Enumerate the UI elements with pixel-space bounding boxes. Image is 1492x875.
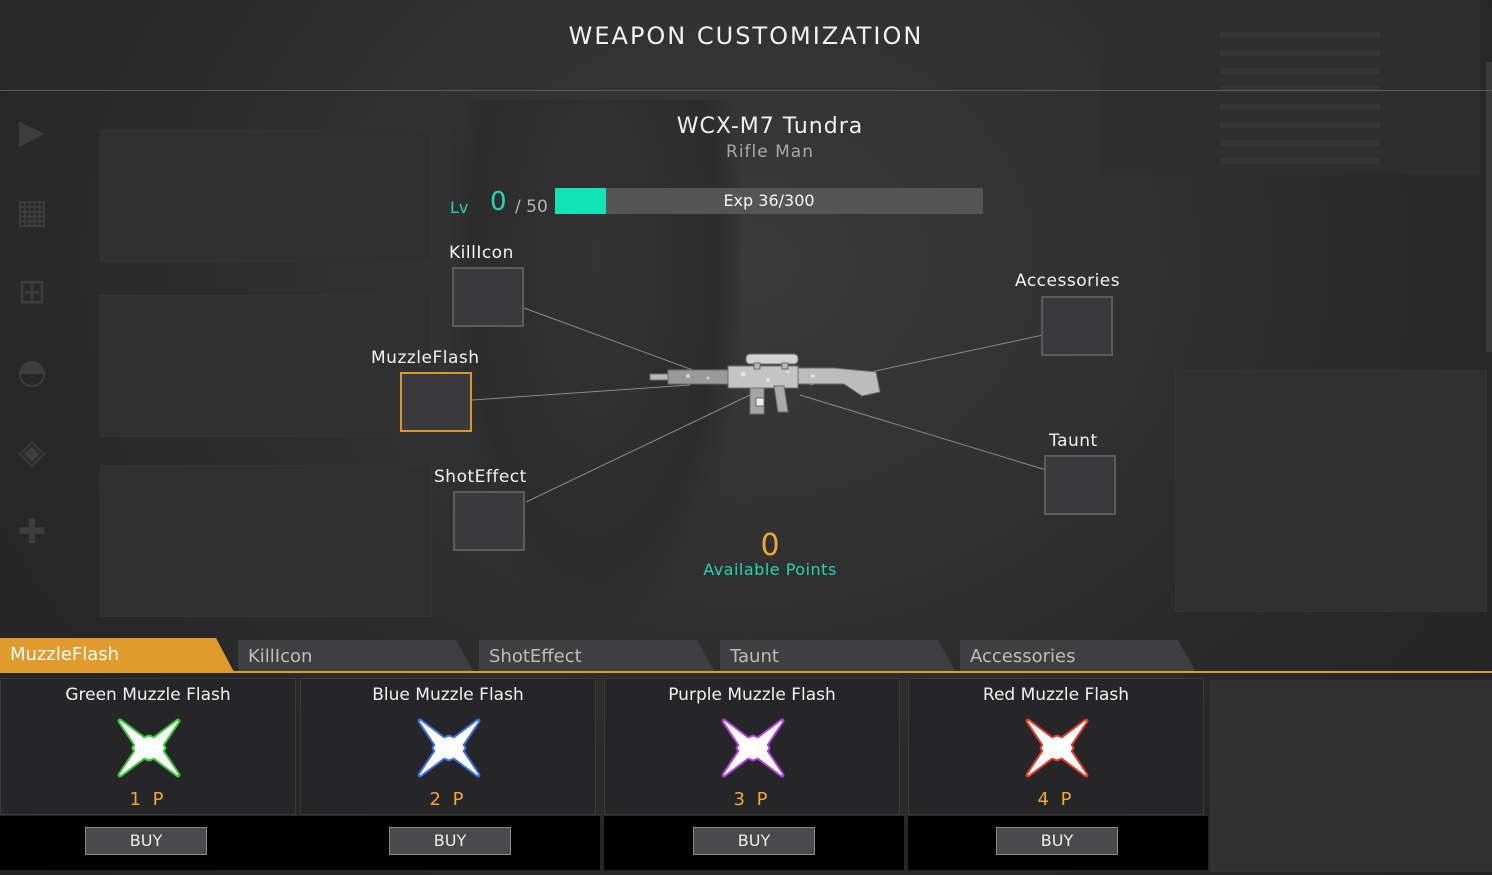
- red-muzzle-flash-icon: [1025, 718, 1089, 778]
- item-card-green[interactable]: Green Muzzle Flash 1 P: [0, 678, 296, 815]
- page-title: WEAPON CUSTOMIZATION: [568, 22, 924, 50]
- slot-label-shoteffect: ShotEffect: [434, 467, 527, 487]
- item-price: 1 P: [129, 789, 167, 810]
- flash-shape: [721, 718, 785, 778]
- background-stats-panel: [1100, 0, 1480, 175]
- background-panel: [100, 465, 432, 617]
- slot-label-muzzleflash: MuzzleFlash: [371, 348, 480, 368]
- slot-muzzleflash[interactable]: [400, 372, 472, 432]
- plus-icon: ✚: [17, 512, 47, 552]
- buy-button-blue[interactable]: BUY: [389, 827, 511, 855]
- rifle-image: [649, 353, 881, 415]
- buy-button-red[interactable]: BUY: [996, 827, 1118, 855]
- item-name: Red Muzzle Flash: [982, 685, 1130, 705]
- category-tabs: MuzzleFlash KillIcon ShotEffect Taunt Ac…: [0, 638, 1492, 672]
- background-panel: [100, 295, 432, 437]
- item-card-blue[interactable]: Blue Muzzle Flash 2 P: [300, 678, 596, 815]
- stats-icon: ▦: [15, 192, 49, 232]
- blue-muzzle-flash-icon: [417, 718, 481, 778]
- flash-shape: [417, 718, 481, 778]
- background-panel: [100, 130, 432, 262]
- shield-icon: ◈: [18, 432, 46, 472]
- item-name: Blue Muzzle Flash: [372, 685, 524, 705]
- tab-shoteffect[interactable]: ShotEffect: [479, 640, 715, 672]
- tab-killicon[interactable]: KillIcon: [238, 640, 474, 672]
- item-name: Purple Muzzle Flash: [668, 685, 836, 705]
- slot-label-taunt: Taunt: [1049, 431, 1098, 451]
- buy-button-green[interactable]: BUY: [85, 827, 207, 855]
- available-points-value: 0: [760, 528, 780, 563]
- connector-muzzleflash: [471, 384, 691, 401]
- slot-taunt[interactable]: [1044, 455, 1116, 515]
- tab-accessories[interactable]: Accessories: [960, 640, 1196, 672]
- background-scrollbar: [1486, 62, 1492, 352]
- item-price: 2 P: [429, 789, 467, 810]
- title-divider: [0, 90, 1492, 91]
- available-points-label: Available Points: [703, 560, 837, 579]
- helmet-icon: ◓: [17, 352, 47, 392]
- slot-label-killicon: KillIcon: [449, 243, 514, 263]
- background-panel: [1210, 680, 1492, 872]
- exp-progress-fill: [555, 188, 607, 214]
- green-muzzle-flash-icon: [117, 718, 181, 778]
- connector-killicon: [523, 307, 721, 381]
- tab-underline: [0, 671, 1492, 673]
- play-icon: ▶: [18, 112, 46, 152]
- slot-shoteffect[interactable]: [453, 491, 525, 551]
- exp-text: Exp 36/300: [723, 191, 815, 210]
- item-card-red[interactable]: Red Muzzle Flash 4 P: [908, 678, 1204, 815]
- item-card-purple[interactable]: Purple Muzzle Flash 3 P: [604, 678, 900, 815]
- buy-button-purple[interactable]: BUY: [693, 827, 815, 855]
- connector-shoteffect: [525, 394, 751, 503]
- item-price: 4 P: [1037, 789, 1075, 810]
- tab-taunt[interactable]: Taunt: [720, 640, 956, 672]
- exp-progress-bar: Exp 36/300: [555, 188, 983, 214]
- flash-shape: [1025, 718, 1089, 778]
- connector-taunt: [799, 394, 1047, 471]
- flash-shape: [117, 718, 181, 778]
- cart-icon: ⊞: [17, 272, 47, 312]
- item-price: 3 P: [733, 789, 771, 810]
- weapon-class: Rifle Man: [726, 142, 814, 162]
- background-panel: [1175, 370, 1487, 612]
- slot-accessories[interactable]: [1041, 296, 1113, 356]
- slot-killicon[interactable]: [452, 267, 524, 327]
- item-name: Green Muzzle Flash: [65, 685, 231, 705]
- level-max: / 50: [515, 197, 548, 217]
- slot-label-accessories: Accessories: [1015, 271, 1121, 291]
- purple-muzzle-flash-icon: [721, 718, 785, 778]
- tab-muzzleflash[interactable]: MuzzleFlash: [0, 638, 234, 672]
- weapon-name: WCX-M7 Tundra: [676, 114, 864, 139]
- level-value: 0: [490, 187, 507, 217]
- level-label: Lv: [450, 198, 469, 217]
